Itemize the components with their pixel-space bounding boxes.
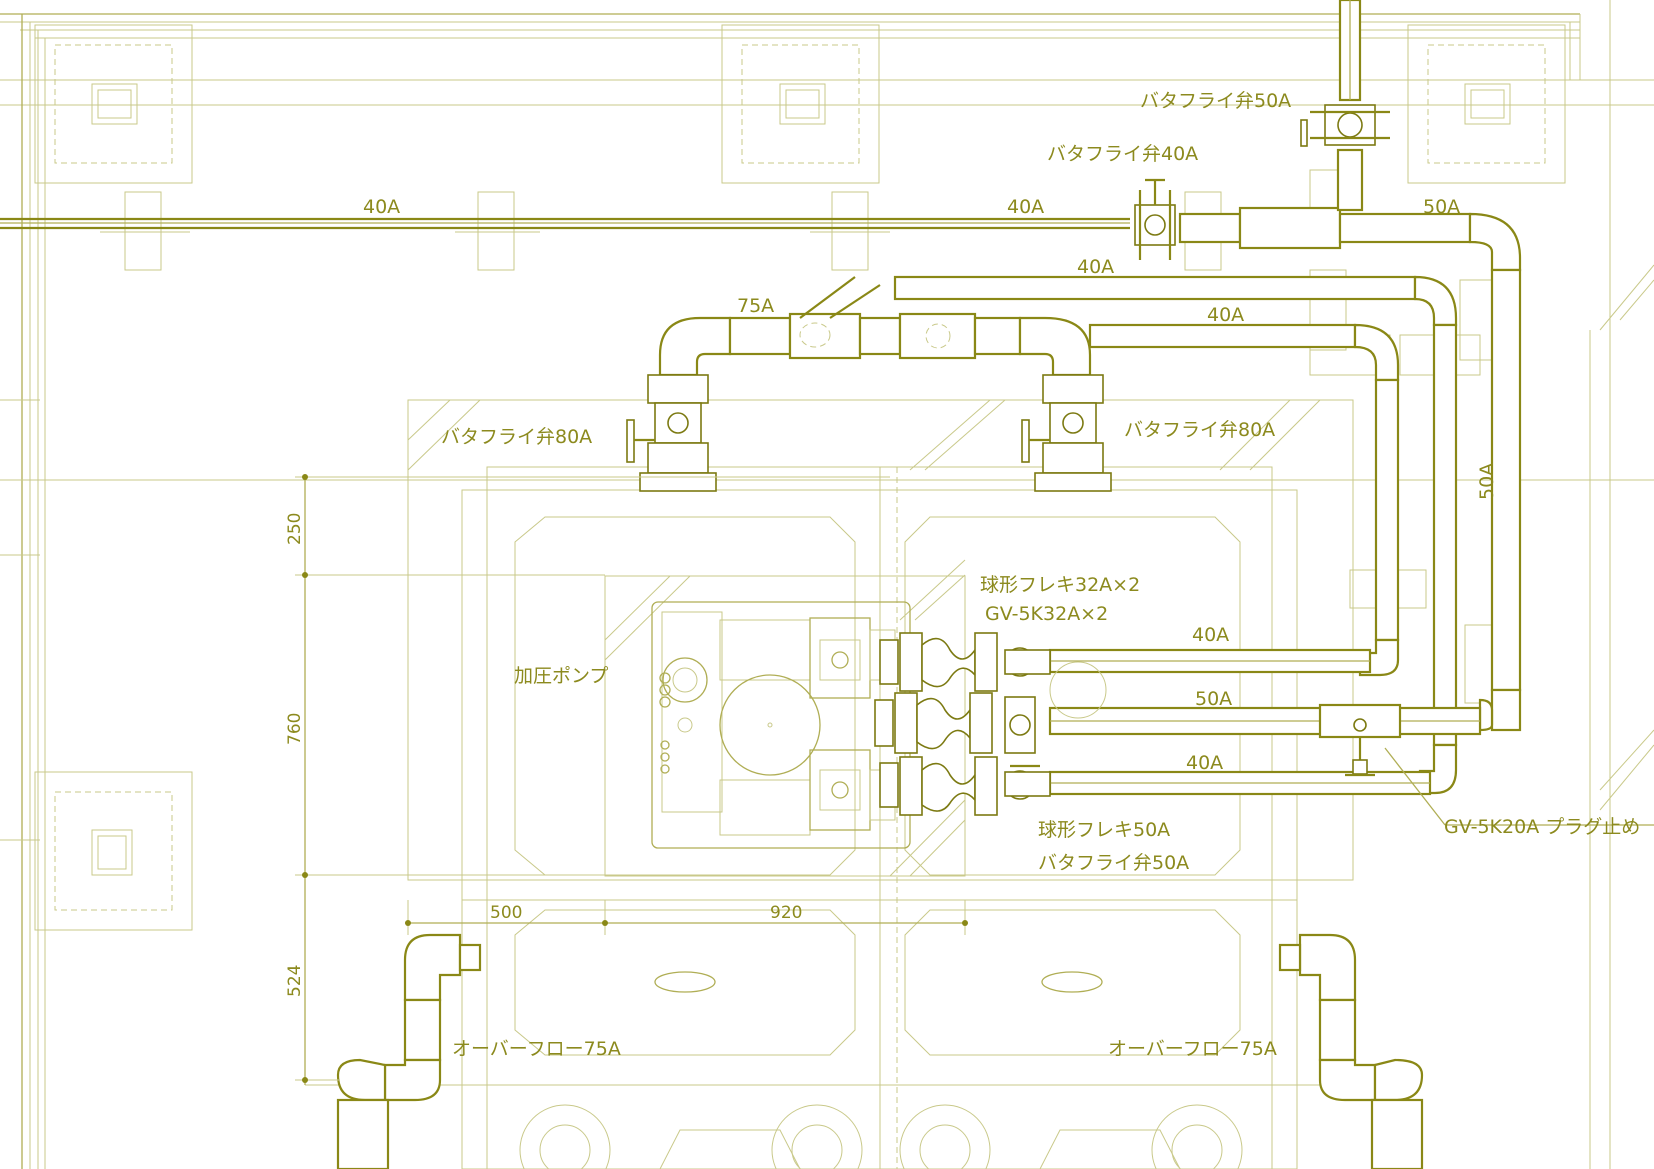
tank-area xyxy=(407,399,1354,1169)
flex-joint-row3-icon xyxy=(899,756,1051,816)
label-bv50-top: バタフライ弁50A xyxy=(1140,90,1291,112)
label-bv40: バタフライ弁40A xyxy=(1047,143,1198,165)
label-p40-row1: 40A xyxy=(1192,624,1229,646)
piping xyxy=(0,0,1522,1169)
label-overflow-left: オーバーフロー75A xyxy=(452,1038,621,1060)
gv20-leader xyxy=(1384,747,1446,826)
label-bv80-right: バタフライ弁80A xyxy=(1124,419,1275,441)
label-p50-vert: 50A xyxy=(1476,463,1498,500)
label-flex50: 球形フレキ50A xyxy=(1038,819,1170,841)
flex-joint-row2-icon xyxy=(894,661,1107,754)
label-gv20: GV-5K20A プラグ止め xyxy=(1444,816,1640,838)
label-bv80-left: バタフライ弁80A xyxy=(441,426,592,448)
labels: バタフライ弁50A バタフライ弁40A 40A 40A 50A 40A 75A … xyxy=(285,90,1640,1060)
butterfly-valve-50a-top-icon xyxy=(1300,104,1390,147)
butterfly-valve-80a-right-icon xyxy=(1021,374,1112,492)
dim-250: 250 xyxy=(285,513,305,545)
label-pump: 加圧ポンプ xyxy=(514,665,608,687)
dimension-lines xyxy=(295,474,968,1085)
flex-joint-row1-icon xyxy=(899,632,1051,692)
label-flex32: 球形フレキ32A×2 xyxy=(980,574,1140,596)
dim-500: 500 xyxy=(490,903,522,923)
label-p40-mid: 40A xyxy=(1007,196,1044,218)
label-gv32: GV-5K32A×2 xyxy=(985,603,1108,625)
dim-920: 920 xyxy=(770,903,802,923)
label-p75: 75A xyxy=(737,295,774,317)
label-bv50-bottom: バタフライ弁50A xyxy=(1038,852,1189,874)
label-p40-second: 40A xyxy=(1207,304,1244,326)
butterfly-valve-40a-icon xyxy=(1134,178,1176,260)
label-p50-row2: 50A xyxy=(1195,688,1232,710)
booster-pump-unit xyxy=(651,601,911,849)
label-p40-upper: 40A xyxy=(1077,256,1114,278)
dim-524: 524 xyxy=(285,965,305,997)
label-p40-row3: 40A xyxy=(1186,752,1223,774)
label-p40-left: 40A xyxy=(363,196,400,218)
butterfly-valve-80a-left-icon xyxy=(626,374,717,492)
dim-760: 760 xyxy=(285,713,305,745)
valves xyxy=(626,104,1390,816)
label-p50-top: 50A xyxy=(1423,196,1460,218)
label-overflow-right: オーバーフロー75A xyxy=(1108,1038,1277,1060)
